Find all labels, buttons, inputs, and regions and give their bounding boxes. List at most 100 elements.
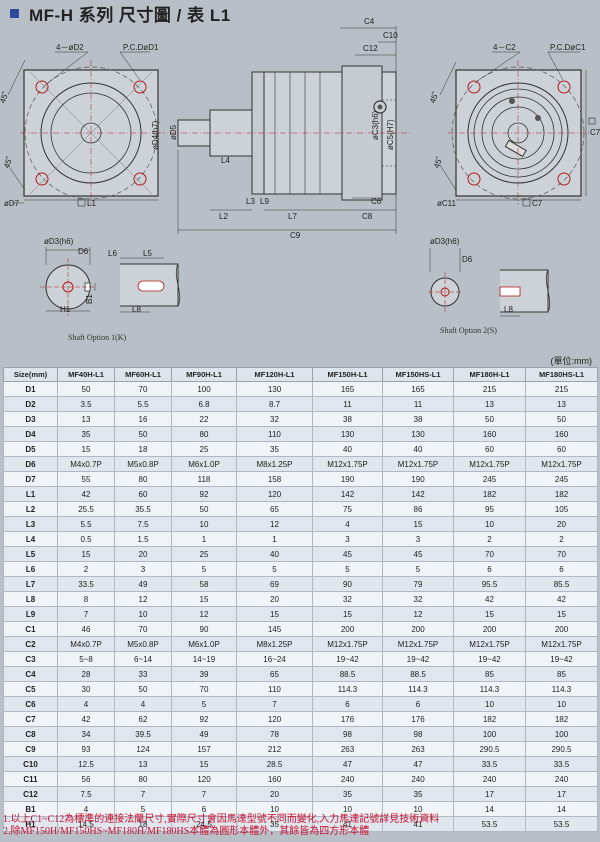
row-header: C3 xyxy=(3,651,58,667)
table-cell: 38 xyxy=(382,411,454,427)
label-d6-a: D6 xyxy=(78,247,89,256)
label-l2: L2 xyxy=(219,212,228,221)
right-bolt-hole-br xyxy=(557,172,571,186)
table-cell: 200 xyxy=(382,621,454,637)
table-cell: 25.5 xyxy=(57,501,115,517)
table-cell: 15 xyxy=(57,441,115,457)
label-l8-b: L8 xyxy=(504,305,513,314)
title-square-icon xyxy=(10,8,19,18)
table-cell: 86 xyxy=(382,501,454,517)
table-cell: 12 xyxy=(382,606,454,622)
label-d4: øD4(h7) xyxy=(151,120,160,150)
shaft-2-tapped-hole xyxy=(499,286,521,297)
row-header: L1 xyxy=(3,486,58,502)
table-cell: 22 xyxy=(171,411,237,427)
table-cell: 240 xyxy=(382,771,454,787)
table-cell: 120 xyxy=(171,771,237,787)
table-cell: 4 xyxy=(57,696,115,712)
table-cell: 160 xyxy=(525,426,598,442)
table-cell: 6 xyxy=(382,696,454,712)
left-bolt-hole-bl xyxy=(35,172,49,186)
row-header: H1 xyxy=(3,816,58,832)
label-l5: L5 xyxy=(143,249,152,258)
table-cell: 5.5 xyxy=(114,396,172,412)
table-cell: 110 xyxy=(236,426,313,442)
table-cell: 124 xyxy=(114,741,172,757)
label-c7: C7 xyxy=(590,128,600,137)
row-header: L2 xyxy=(3,501,58,517)
table-cell: 290.5 xyxy=(525,741,598,757)
table-cell: 79 xyxy=(382,576,454,592)
table-cell: 263 xyxy=(382,741,454,757)
table-cell: 15 xyxy=(312,606,383,622)
table-cell: M6x1.0P xyxy=(171,456,237,472)
table-cell: 290.5 xyxy=(453,741,526,757)
table-cell: 35 xyxy=(236,441,313,457)
label-d6-b: D6 xyxy=(462,255,473,264)
table-cell: 19~42 xyxy=(453,651,526,667)
table-cell: M12x1.75P xyxy=(453,456,526,472)
row-header: L3 xyxy=(3,516,58,532)
table-cell: 4 xyxy=(114,696,172,712)
row-header: C1 xyxy=(3,621,58,637)
table-cell: 55 xyxy=(57,471,115,487)
table-cell: 20 xyxy=(236,591,313,607)
table-cell: 49 xyxy=(171,726,237,742)
header-model: MF180HS-L1 xyxy=(525,367,598,382)
table-cell: 10 xyxy=(171,516,237,532)
table-cell: 35 xyxy=(312,786,383,802)
table-cell: 158 xyxy=(236,471,313,487)
row-header: C5 xyxy=(3,681,58,697)
table-cell: 10 xyxy=(114,606,172,622)
table-cell: 16 xyxy=(114,411,172,427)
table-cell: 114.3 xyxy=(525,681,598,697)
table-cell: 28 xyxy=(57,666,115,682)
table-cell: 20 xyxy=(236,786,313,802)
row-header: L5 xyxy=(3,546,58,562)
table-cell: 12 xyxy=(171,606,237,622)
dimension-drawing: 4－øD2 P.C.DøD1 45˚ 45˚ øD7 L1 C4 C10 C12… xyxy=(0,17,600,342)
table-cell: 14~19 xyxy=(171,651,237,667)
table-cell: 130 xyxy=(236,381,313,397)
table-cell: 70 xyxy=(453,546,526,562)
label-l9: L9 xyxy=(260,197,269,206)
table-cell: 24.5 xyxy=(171,816,237,832)
label-l4: L4 xyxy=(221,156,230,165)
label-c7-bottom: C7 xyxy=(532,199,543,208)
table-cell: 92 xyxy=(171,711,237,727)
table-cell: 7.5 xyxy=(57,786,115,802)
table-cell: 33.5 xyxy=(57,576,115,592)
table-cell: 85.5 xyxy=(525,576,598,592)
shaft-option-1 xyxy=(40,247,181,316)
table-cell: M12x1.75P xyxy=(382,636,454,652)
table-cell: 100 xyxy=(171,381,237,397)
row-header: C11 xyxy=(3,771,58,787)
table-cell: 13 xyxy=(57,411,115,427)
header-model: MF40H-L1 xyxy=(57,367,115,382)
label-c5: øC5(H7) xyxy=(386,119,395,150)
table-cell: M12x1.75P xyxy=(525,636,598,652)
table-cell: 39 xyxy=(171,666,237,682)
header-model: MF120H-L1 xyxy=(236,367,313,382)
row-header: L9 xyxy=(3,606,58,622)
c7-square-symbol xyxy=(588,117,596,125)
table-cell: 50 xyxy=(114,426,172,442)
row-header: L6 xyxy=(3,561,58,577)
table-cell: 240 xyxy=(312,771,383,787)
table-cell: 42 xyxy=(453,591,526,607)
table-cell: 5 xyxy=(171,696,237,712)
table-cell: 145 xyxy=(236,621,313,637)
label-c4: C4 xyxy=(364,17,375,26)
table-cell: 32 xyxy=(312,591,383,607)
row-header: D2 xyxy=(3,396,58,412)
table-cell: 120 xyxy=(236,486,313,502)
table-cell: 0.5 xyxy=(57,531,115,547)
